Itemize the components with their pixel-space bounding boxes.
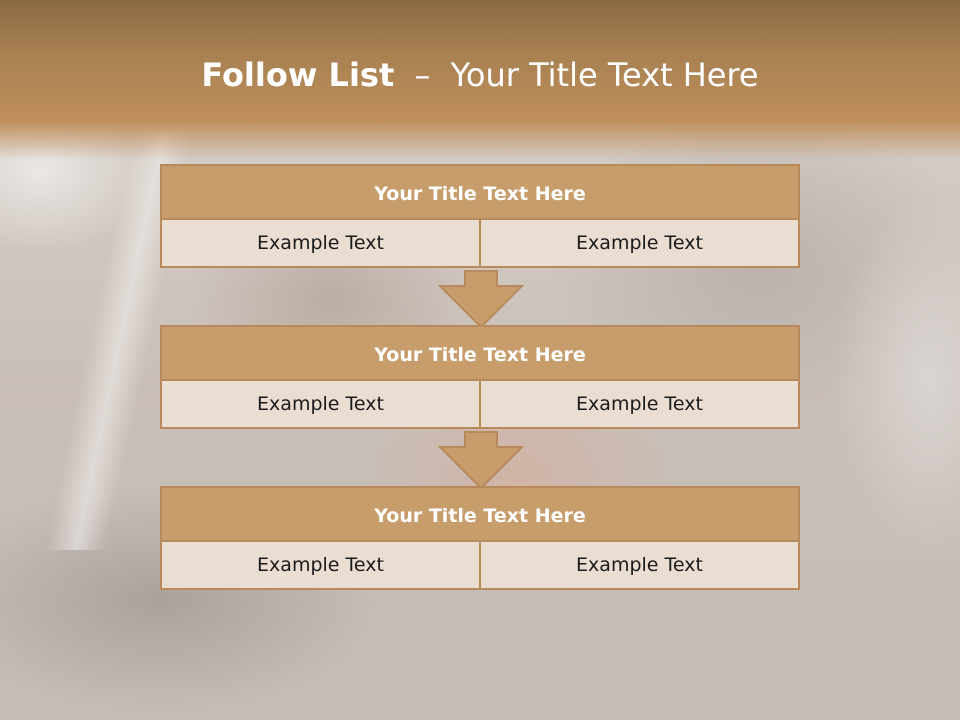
- header-band: [0, 0, 960, 160]
- step-title: Your Title Text Here: [160, 325, 800, 381]
- down-arrow-icon: [438, 431, 524, 489]
- slide-title: Follow List – Your Title Text Here: [0, 54, 960, 96]
- step-title: Your Title Text Here: [160, 164, 800, 220]
- slide-title-separator: –: [414, 56, 431, 94]
- step-cell-right: Example Text: [479, 381, 798, 427]
- step-cell-right: Example Text: [479, 220, 798, 266]
- step-row: Example Text Example Text: [160, 218, 800, 268]
- step-cell-left: Example Text: [257, 393, 384, 415]
- step-cell-left: Example Text: [257, 554, 384, 576]
- down-arrow-icon: [438, 270, 524, 328]
- step-cell-left: Example Text: [257, 232, 384, 254]
- slide-title-rest: Your Title Text Here: [450, 56, 759, 94]
- slide-title-bold: Follow List: [201, 56, 395, 94]
- step-row: Example Text Example Text: [160, 379, 800, 429]
- step-cell-right: Example Text: [479, 542, 798, 588]
- step-box-2: Your Title Text Here Example Text Exampl…: [160, 325, 800, 429]
- step-box-3: Your Title Text Here Example Text Exampl…: [160, 486, 800, 590]
- step-title: Your Title Text Here: [160, 486, 800, 542]
- step-box-1: Your Title Text Here Example Text Exampl…: [160, 164, 800, 268]
- step-row: Example Text Example Text: [160, 540, 800, 590]
